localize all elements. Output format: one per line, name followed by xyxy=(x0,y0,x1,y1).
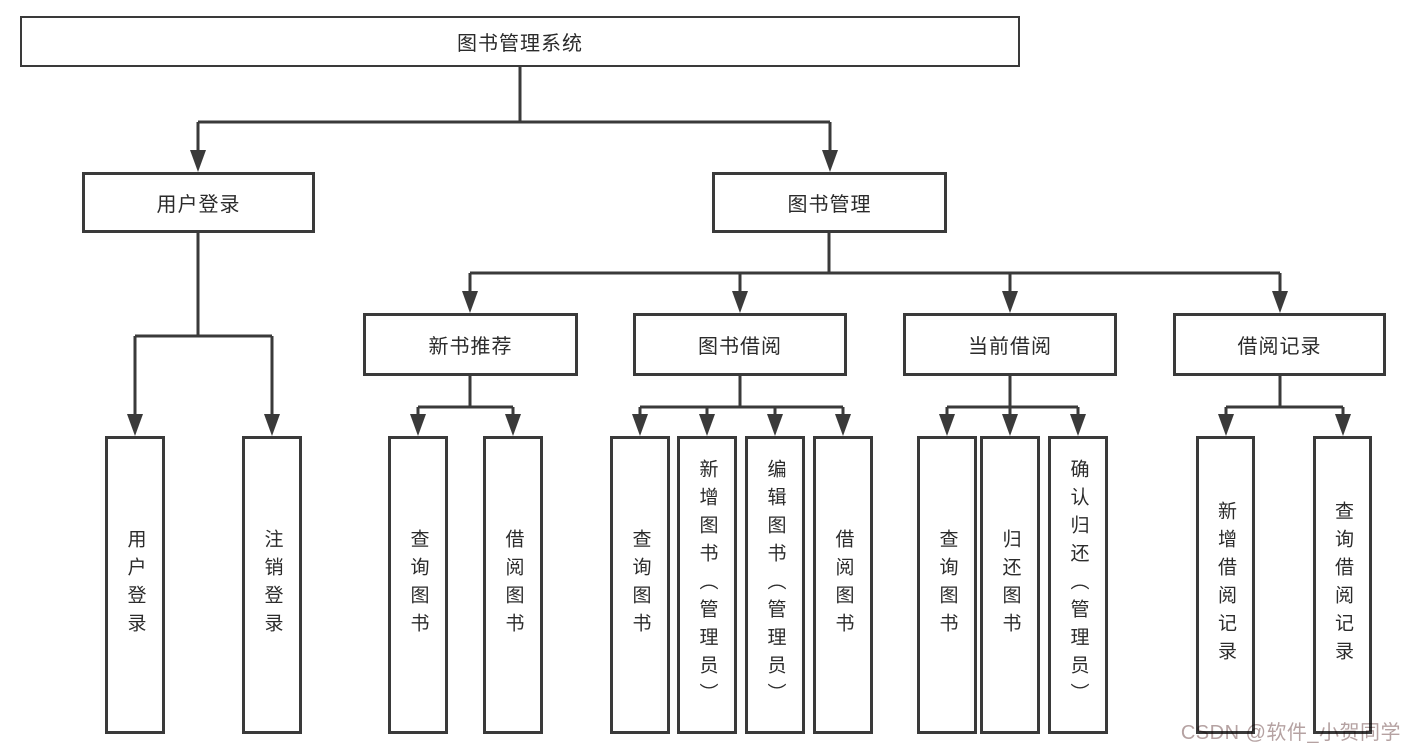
node-label: 用户登录 xyxy=(124,529,146,641)
node-leaf-query-books-3: 查询图书 xyxy=(917,436,977,734)
node-label: 图书管理系统 xyxy=(457,33,583,55)
node-label: 归还图书 xyxy=(999,529,1021,641)
node-current-borrow: 当前借阅 xyxy=(903,313,1117,376)
node-leaf-logout: 注销登录 xyxy=(242,436,302,734)
node-label: 借阅图书 xyxy=(502,529,524,641)
node-label: 查询图书 xyxy=(407,529,429,641)
node-label: 用户登录 xyxy=(156,194,241,216)
node-library-system: 图书管理系统 xyxy=(20,16,1020,67)
node-leaf-borrow-books-1: 借阅图书 xyxy=(483,436,543,734)
node-label: 新书推荐 xyxy=(428,336,513,358)
edges-borrow-records-children xyxy=(1218,376,1351,436)
node-leaf-add-books-admin: 新增图书（管理员） xyxy=(677,436,737,734)
node-user-login: 用户登录 xyxy=(82,172,315,233)
node-label: 借阅图书 xyxy=(832,529,854,641)
node-leaf-add-borrow-record: 新增借阅记录 xyxy=(1196,436,1255,734)
node-leaf-edit-books-admin: 编辑图书（管理员） xyxy=(745,436,805,734)
node-leaf-return-books: 归还图书 xyxy=(980,436,1040,734)
node-label: 查询图书 xyxy=(629,529,651,641)
node-leaf-confirm-return-admin: 确认归还（管理员） xyxy=(1048,436,1108,734)
node-new-book-recommend: 新书推荐 xyxy=(363,313,578,376)
edges-root-to-level2 xyxy=(190,67,838,172)
node-label: 查询借阅记录 xyxy=(1332,501,1353,669)
node-label: 图书管理 xyxy=(787,194,872,216)
edges-current-borrow-children xyxy=(939,376,1086,436)
node-book-borrow: 图书借阅 xyxy=(633,313,847,376)
node-borrow-records: 借阅记录 xyxy=(1173,313,1386,376)
edges-book-borrow-children xyxy=(632,376,851,436)
node-label: 注销登录 xyxy=(261,529,283,641)
node-leaf-borrow-books-2: 借阅图书 xyxy=(813,436,873,734)
node-label: 当前借阅 xyxy=(968,336,1052,358)
node-leaf-query-books-2: 查询图书 xyxy=(610,436,670,734)
node-label: 新增借阅记录 xyxy=(1215,501,1236,669)
node-leaf-user-login: 用户登录 xyxy=(105,436,165,734)
node-label: 查询图书 xyxy=(936,529,958,641)
node-book-management: 图书管理 xyxy=(712,172,947,233)
csdn-watermark: CSDN @软件_小贺同学 xyxy=(1180,722,1401,744)
node-label: 确认归还（管理员） xyxy=(1067,459,1089,711)
edges-user-login-children xyxy=(127,233,280,436)
node-label: 借阅记录 xyxy=(1237,336,1322,358)
node-label: 图书借阅 xyxy=(698,336,782,358)
node-label: 编辑图书（管理员） xyxy=(764,459,786,711)
node-leaf-query-borrow-record: 查询借阅记录 xyxy=(1313,436,1372,734)
edges-book-mgmt-to-level3 xyxy=(462,233,1288,313)
node-leaf-query-books-1: 查询图书 xyxy=(388,436,448,734)
node-label: 新增图书（管理员） xyxy=(696,459,718,711)
edges-new-book-rec-children xyxy=(410,376,521,436)
